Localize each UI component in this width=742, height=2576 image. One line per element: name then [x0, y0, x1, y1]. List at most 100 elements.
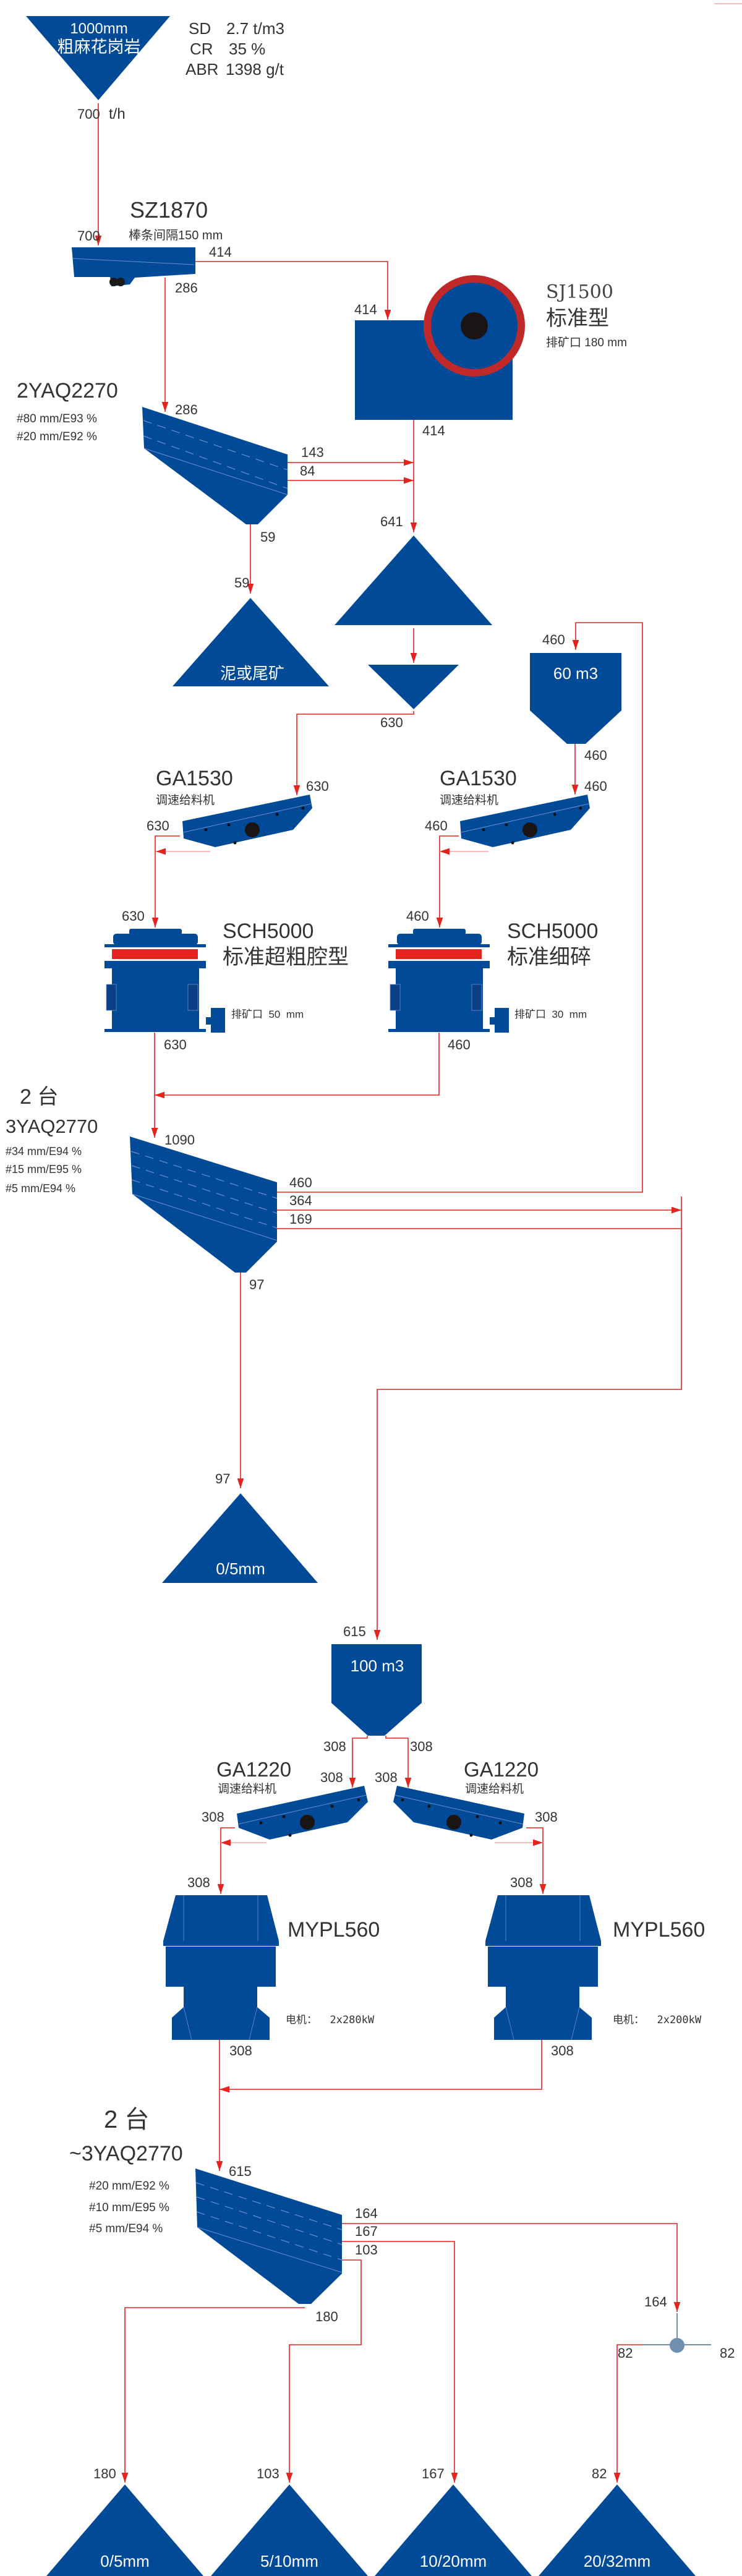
material-properties: SD 2.7 t/m3 CR 35 % ABR 1398 g/t — [186, 19, 284, 79]
vsi-crusher-right: MYPL560 电机： 2x200kW — [485, 1895, 705, 2041]
flow-rate: 286 — [175, 402, 198, 417]
grizzly-model: SZ1870 — [130, 197, 208, 223]
screen3-deck: #5 mm/E94 % — [89, 2222, 163, 2235]
product-pile — [211, 2484, 368, 2576]
flow-rate: 641 — [380, 514, 403, 529]
screen3-deck: #20 mm/E92 % — [89, 2180, 169, 2193]
jaw-spec: 排矿口 180 mm — [546, 336, 627, 349]
jaw-crusher: SJ1500 标准型 排矿口 180 mm — [355, 275, 627, 420]
jaw-type: 标准型 — [546, 307, 609, 330]
flow-rate: 84 — [300, 463, 315, 479]
flow-rate: 364 — [289, 1193, 312, 1208]
product-label: 10/20mm — [420, 2552, 487, 2570]
screen1-model: 2YAQ2270 — [17, 379, 118, 403]
prop-key: ABR — [186, 60, 218, 79]
flow-rate: 630 — [164, 1037, 187, 1052]
flow-rate: 630 — [306, 778, 329, 794]
flow-line — [121, 2307, 305, 2483]
prop-value: 1398 g/t — [226, 60, 284, 79]
feeder-desc: 调速给料机 — [440, 793, 498, 807]
flow-rate: 286 — [175, 280, 198, 296]
vsi-model: MYPL560 — [288, 1918, 380, 1942]
screen3-deck: #10 mm/E95 % — [89, 2201, 169, 2214]
cone-type: 标准超粗腔型 — [223, 945, 349, 969]
grizzly-spec: 棒条间隔150 mm — [129, 228, 223, 242]
stockpile — [335, 535, 492, 625]
surge-bin-label: 60 m3 — [553, 664, 598, 683]
flow-rate: 308 — [187, 1875, 210, 1890]
feeder-model: GA1220 — [216, 1758, 291, 1781]
flow-line — [155, 1033, 440, 1099]
flow-rate: 630 — [147, 818, 169, 834]
flow-rate: 308 — [202, 1809, 224, 1825]
feeder-ga1220-right — [393, 1786, 524, 1840]
cone-crusher-right — [388, 929, 509, 1033]
flow-rate: 82 — [618, 2345, 633, 2361]
product-label: 20/32mm — [584, 2552, 650, 2570]
flow-line — [526, 1827, 547, 1894]
prop-value: 2.7 t/m3 — [226, 19, 284, 38]
flow-rate: 167 — [422, 2466, 445, 2481]
feeder-ga1220-left — [237, 1786, 368, 1840]
screen2-deck: #15 mm/E95 % — [6, 1163, 82, 1175]
cone-crusher-left-labels: SCH5000 标准超粗腔型 排矿口 50 mm — [223, 919, 349, 1020]
flow-line — [293, 711, 414, 795]
flow-rate: 103 — [257, 2466, 279, 2481]
surge-bin-60: 60 m3 — [530, 653, 621, 744]
prop-value: 35 % — [229, 40, 265, 58]
flow-rate: 460 — [406, 908, 429, 924]
flow-line — [436, 835, 459, 928]
flow-unit: t/h — [109, 106, 126, 122]
flow-rate: 167 — [355, 2224, 378, 2239]
feed-size: 1000mm — [70, 20, 127, 37]
flow-rate: 460 — [584, 778, 607, 794]
cone-type: 标准细碎 — [507, 945, 591, 969]
screen2-model: 3YAQ2770 — [6, 1115, 98, 1137]
flow-rate: 308 — [323, 1739, 346, 1754]
flow-rate: 414 — [422, 423, 445, 438]
flow-rate: 308 — [535, 1809, 558, 1825]
jaw-model: SJ1500 — [546, 281, 613, 303]
flow-rate: 308 — [375, 1770, 398, 1785]
screen1-deck: #20 mm/E92 % — [17, 430, 97, 443]
reclaim-hopper — [368, 665, 459, 709]
product-pile — [375, 2484, 532, 2576]
flow-rate: 308 — [320, 1770, 343, 1785]
primary-screen: 2YAQ2270 #80 mm/E93 % #20 mm/E92 % — [17, 379, 288, 524]
cone-crusher-left — [104, 929, 225, 1033]
cone-model: SCH5000 — [223, 919, 313, 943]
flow-rate: 164 — [355, 2206, 378, 2221]
flow-rate: 460 — [448, 1037, 471, 1052]
flow-line — [286, 2259, 362, 2483]
vsi-motor: 电机： 2x200kW — [613, 2014, 702, 2026]
prop-key: CR — [190, 40, 213, 58]
tailings-pile: 泥或尾矿 — [173, 598, 329, 686]
surge-bin-label: 100 m3 — [351, 1657, 404, 1675]
feed-material: 粗麻花岗岩 — [58, 38, 141, 56]
flow-rate: 82 — [592, 2466, 607, 2481]
flow-splitter — [643, 2313, 711, 2353]
grizzly-feeder: SZ1870 棒条间隔150 mm — [72, 197, 223, 286]
flow-line — [342, 2223, 681, 2312]
feeder-desc: 调速给料机 — [218, 1782, 276, 1796]
flow-rate: 460 — [425, 818, 448, 834]
prop-key: SD — [189, 19, 211, 38]
recirculation-line — [277, 622, 643, 1193]
flow-line — [385, 1736, 412, 1788]
fines-label: 0/5mm — [216, 1559, 265, 1578]
screen3-model: ~3YAQ2770 — [69, 2142, 183, 2165]
screen3-count: 2 台 — [104, 2106, 149, 2133]
flow-rate: 97 — [215, 1471, 230, 1486]
feeder-ga1530-left: GA1530 调速给料机 — [156, 767, 312, 847]
screen2-deck: #5 mm/E94 % — [6, 1182, 75, 1195]
flow-rate: 700 — [77, 228, 100, 244]
flow-line — [349, 1736, 368, 1788]
product-pile — [46, 2484, 203, 2576]
vsi-model: MYPL560 — [613, 1918, 705, 1942]
flow-rate: 308 — [510, 1875, 533, 1890]
flow-rate: 59 — [260, 529, 275, 545]
tailings-label: 泥或尾矿 — [220, 664, 284, 683]
flow-rate: 169 — [289, 1211, 312, 1227]
cone-crusher-right-labels: SCH5000 标准细碎 排矿口 30 mm — [507, 919, 598, 1020]
